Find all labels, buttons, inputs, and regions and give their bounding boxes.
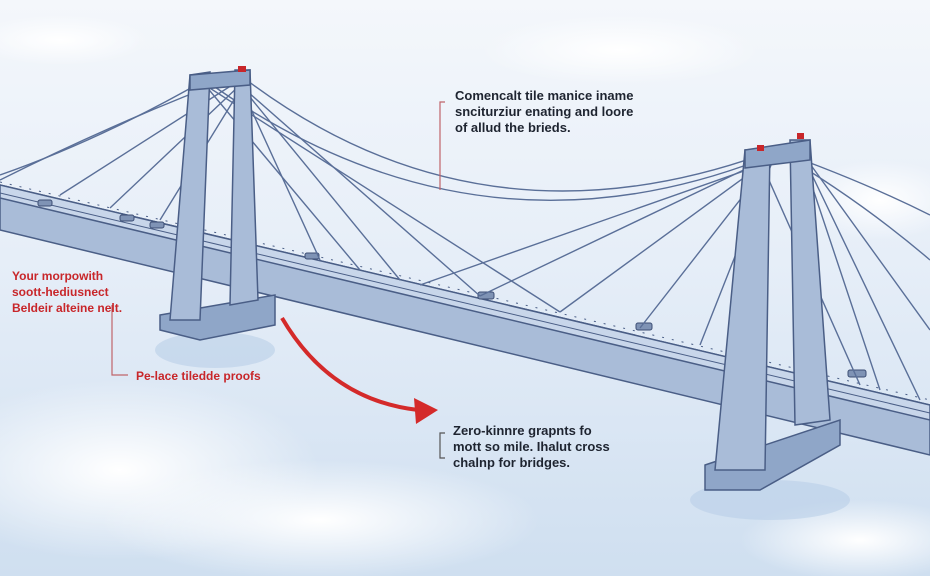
bottom-annotation: Zero-kinnre grapnts fo mott so mile. Iha…	[453, 423, 610, 471]
annotation-line: Beldeir alteine nelt.	[12, 301, 123, 315]
annotation-line: mott so mile. Ihalut cross	[453, 439, 610, 454]
annotation-line: snciturziur enating and loore	[455, 104, 634, 119]
left-tower	[159, 66, 276, 341]
annotation-line: chalnp for bridges.	[453, 455, 571, 470]
top-note-leader	[439, 101, 445, 190]
left-note-leader	[111, 305, 128, 376]
left-callout-annotation: Pe-lace tiledde proofs	[136, 369, 261, 383]
red-arrow-head	[414, 398, 438, 424]
red-arrow	[280, 316, 419, 412]
right-tower	[704, 133, 841, 491]
annotation-line: Comencalt tile manice iname	[455, 88, 634, 103]
annotation-line: soott-hediusnect	[12, 285, 109, 299]
annotation-line: Zero-kinnre grapnts fo	[453, 423, 592, 438]
left-annotation: Your morpowith soott-hediusnect Beldeir …	[12, 268, 122, 316]
top-annotation: Comencalt tile manice iname snciturziur …	[455, 88, 633, 136]
annotation-line: Your morpowith	[12, 269, 104, 283]
annotation-line: of allud the brieds.	[455, 120, 571, 135]
bottom-note-bracket	[439, 432, 445, 459]
clouds	[0, 15, 930, 576]
